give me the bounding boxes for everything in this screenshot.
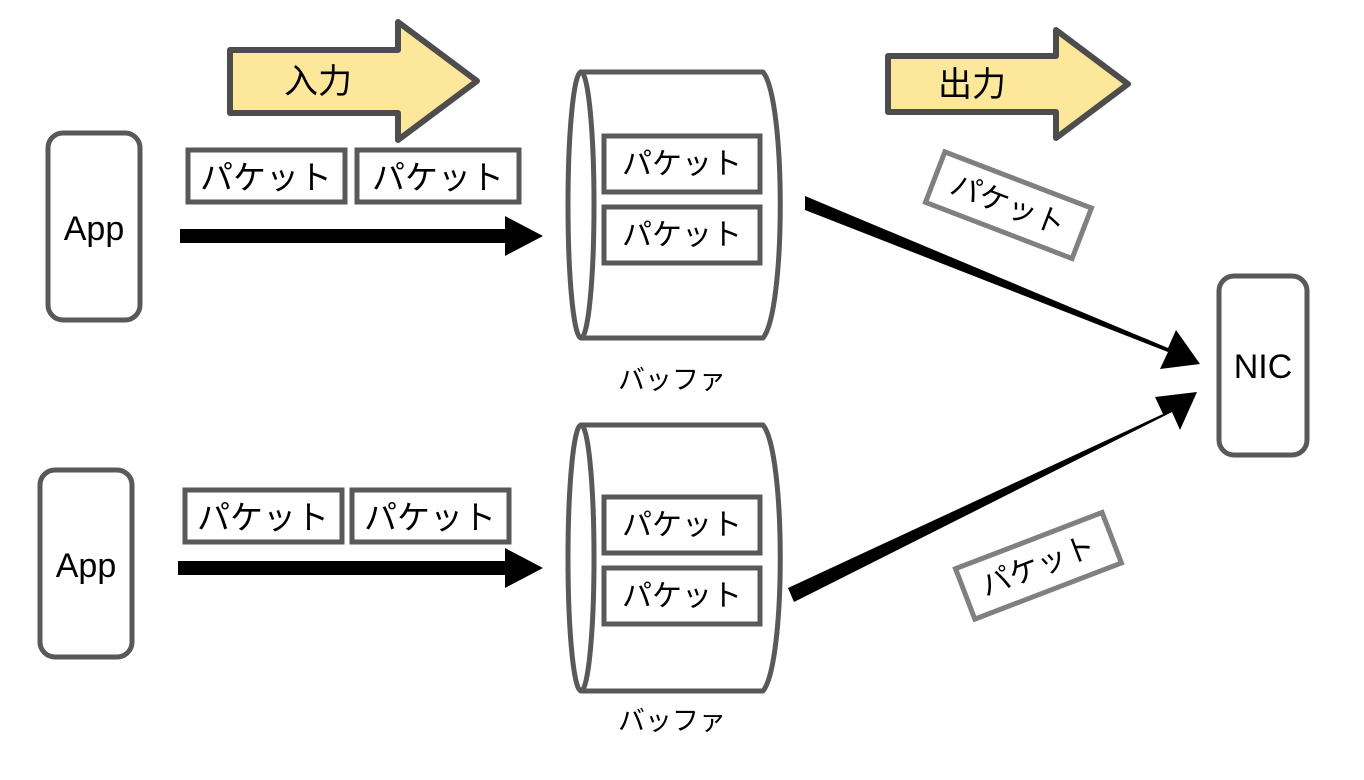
app-box-bottom-shape — [37, 467, 135, 660]
buffer-packet-bottom-2-shape — [601, 565, 763, 627]
buffer-packet-bottom-1-label: パケット — [622, 508, 742, 543]
inflight-packet-bottom-2-label: パケット — [364, 498, 496, 537]
buffer-to-nic-arrow-top-shape — [805, 196, 1200, 369]
inflight-packet-bottom-1: パケット — [182, 487, 345, 545]
buffer-cylinder-bottom-body — [580, 422, 783, 694]
buffer-to-nic-arrow-bottom-shape — [788, 392, 1197, 602]
inflight-packet-bottom-1-label: パケット — [197, 498, 329, 537]
buffer-packet-bottom-1: パケット — [601, 494, 763, 556]
inflight-packet-bottom-2: パケット — [349, 487, 512, 545]
nic-box-shape — [1216, 273, 1310, 458]
app-to-buffer-arrow-top-shape — [180, 216, 543, 256]
input-arrow-shape — [227, 19, 480, 143]
output-phase-arrow: 出力 — [885, 27, 1131, 141]
nic-box-label: NIC — [1234, 348, 1293, 386]
app-to-buffer-arrow-bottom — [178, 548, 543, 588]
app-box-top-label: App — [64, 210, 125, 248]
input-arrow-label: 入力 — [284, 62, 352, 102]
outflight-packet-top-shape — [922, 148, 1095, 262]
buffer-packet-top-2-shape — [601, 204, 763, 266]
inflight-packet-top-1-shape — [185, 147, 348, 205]
inflight-packet-top-2-shape — [354, 147, 522, 205]
outflight-packet-bottom-shape — [952, 509, 1125, 623]
buffer-packet-top-2-label: パケット — [622, 218, 742, 253]
app-to-buffer-arrow-bottom-shape — [178, 548, 543, 588]
buffer-caption-top: バッファ — [618, 365, 726, 396]
buffer-packet-top-1-label: パケット — [622, 147, 742, 182]
inflight-packet-bottom-2-shape — [349, 487, 512, 545]
buffer-to-nic-arrow-top — [805, 196, 1200, 369]
inflight-packet-bottom-1-shape — [182, 487, 345, 545]
inflight-packet-top-2: パケット — [354, 147, 522, 205]
app-box-bottom-label: App — [56, 547, 117, 585]
outflight-packet-bottom: パケット — [952, 509, 1125, 623]
app-box-top: App — [45, 130, 143, 323]
app-to-buffer-arrow-top — [180, 216, 543, 256]
inflight-packet-top-1-label: パケット — [200, 158, 332, 197]
buffer-cylinder-top-cap — [565, 69, 597, 341]
input-phase-arrow: 入力 — [227, 19, 480, 143]
inflight-packet-top-2-label: パケット — [372, 158, 504, 197]
buffer-cylinder-bottom: パケット パケット バッファ — [565, 422, 783, 737]
buffer-cylinder-top: パケット パケット バッファ — [565, 69, 783, 396]
buffer-packet-bottom-2-label: パケット — [622, 579, 742, 614]
buffer-packet-bottom-2: パケット — [601, 565, 763, 627]
buffer-caption-bottom: バッファ — [618, 706, 726, 737]
buffer-packet-top-2: パケット — [601, 204, 763, 266]
output-arrow-label: 出力 — [938, 65, 1006, 105]
nic-box: NIC — [1216, 273, 1310, 458]
app-box-top-shape — [45, 130, 143, 323]
outflight-packet-top: パケット — [922, 148, 1095, 262]
buffer-packet-top-1: パケット — [601, 133, 763, 195]
buffer-to-nic-arrow-bottom — [788, 392, 1197, 602]
buffer-packet-top-1-shape — [601, 133, 763, 195]
buffer-cylinder-bottom-cap — [565, 422, 597, 694]
app-box-bottom: App — [37, 467, 135, 660]
buffer-packet-bottom-1-shape — [601, 494, 763, 556]
inflight-packet-top-1: パケット — [185, 147, 348, 205]
output-arrow-shape — [885, 27, 1131, 141]
